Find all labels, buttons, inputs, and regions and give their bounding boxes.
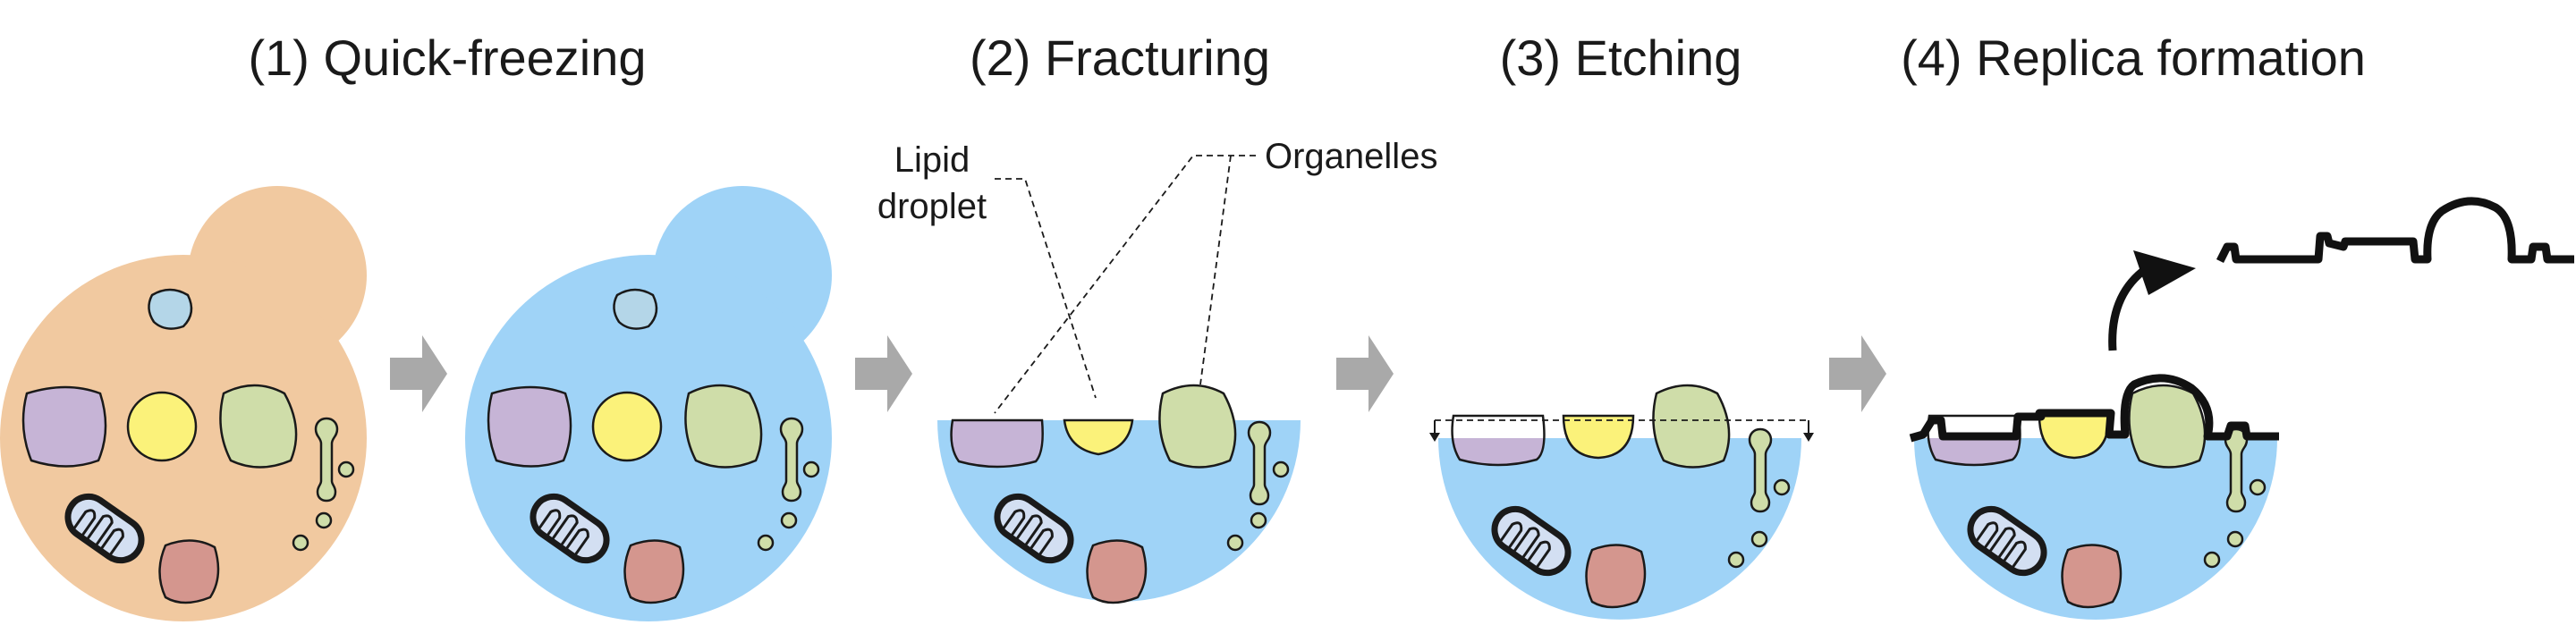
leader-lipid-droplet [995, 178, 1097, 399]
lipid-droplet [126, 391, 198, 462]
organelle-green [219, 384, 298, 469]
organelle-blue [613, 288, 658, 330]
process-arrow-1 [390, 335, 447, 412]
step-title-etching: (3) Etching [1500, 30, 1742, 86]
organelle-purple [487, 385, 572, 468]
leader-organelles-purple [994, 155, 1256, 414]
replica-lift-arrowhead-icon [2133, 250, 2196, 295]
organelle-blue [148, 288, 193, 330]
organelle-rose [623, 539, 685, 604]
etch-direction-right-icon [1803, 433, 1814, 442]
replica-lift-arrow [2108, 265, 2149, 351]
lipid-droplet [591, 391, 663, 462]
lifted-replica [2216, 197, 2574, 264]
label-lipid-droplet-line2: droplet [877, 187, 987, 226]
lipid-droplet-fractured [1063, 418, 1134, 456]
organelle-rose [1086, 539, 1148, 604]
step-title-quick-freezing: (1) Quick-freezing [248, 30, 646, 86]
process-arrow-3 [1336, 335, 1394, 412]
process-arrow-2 [855, 335, 912, 412]
unfrozen-cell [0, 186, 367, 621]
organelle-rose [2061, 544, 2123, 609]
replica-film [1909, 374, 2279, 443]
organelle-rose [1585, 544, 1647, 609]
organelle-purple [21, 385, 107, 468]
label-organelles: Organelles [1265, 137, 1437, 176]
organelle-green [684, 384, 763, 469]
step-title-replica-formation: (4) Replica formation [1901, 30, 2366, 86]
organelle-rose [158, 539, 220, 604]
etch-direction-left-icon [1429, 433, 1440, 442]
leader-organelles-green [1199, 155, 1232, 385]
label-lipid-droplet-line1: Lipid [894, 140, 970, 180]
frozen-cell [465, 186, 832, 621]
process-arrow-4 [1829, 335, 1886, 412]
step-title-fracturing: (2) Fracturing [970, 30, 1270, 86]
fractured-cell [937, 384, 1301, 604]
etched-cell [1429, 384, 1814, 620]
organelle-green-fractured [1158, 384, 1237, 469]
replica-cell [1909, 374, 2279, 620]
organelle-purple-fractured [950, 418, 1044, 469]
